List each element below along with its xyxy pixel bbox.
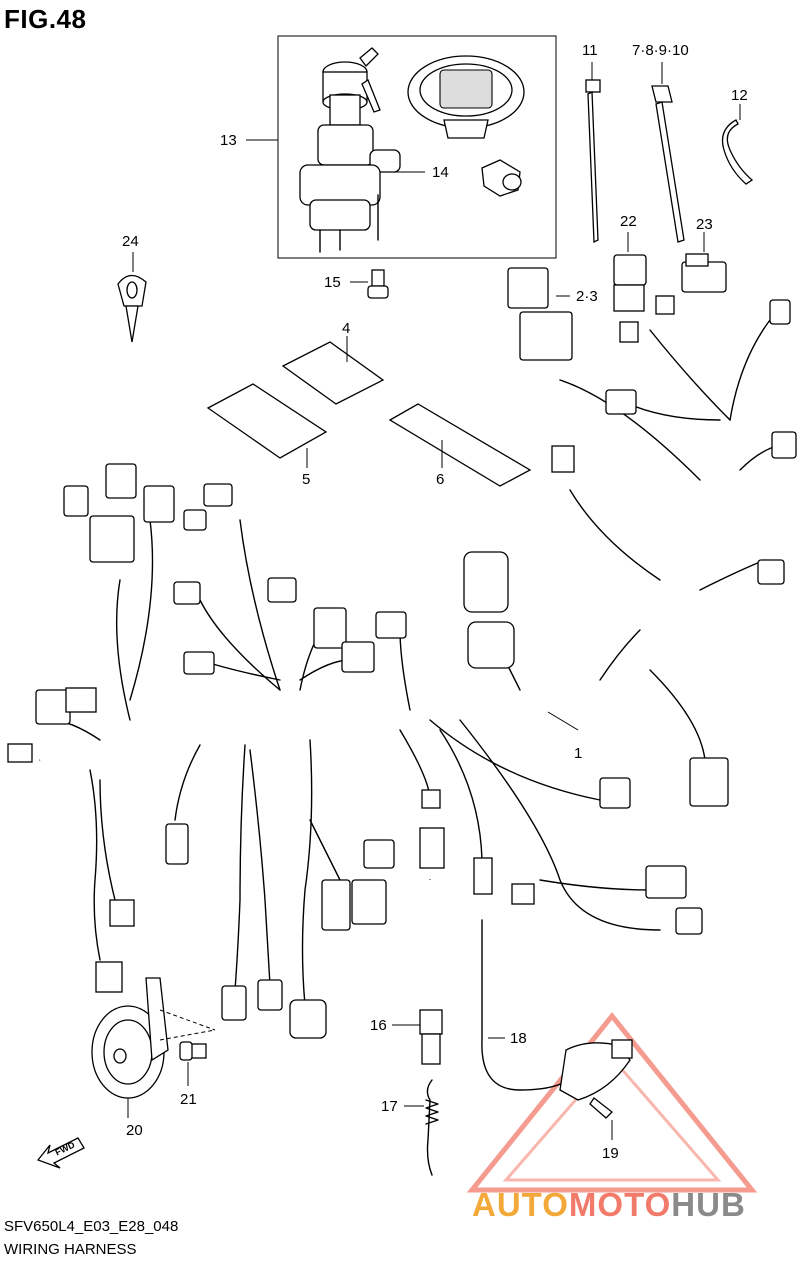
callout-19: 19	[602, 1145, 619, 1162]
callout-20: 20	[126, 1122, 143, 1139]
watermark-part-2: MOTO	[568, 1186, 672, 1223]
callout-labels: 1 2·3 4 5 6 7·8·9·10 11 12 13 14 15 16 1…	[122, 42, 748, 1162]
watermark-text: AUTOMOTOHUB	[472, 1186, 746, 1224]
ignition-switch-set-box	[246, 35, 557, 259]
blank-key[interactable]	[117, 252, 147, 343]
callout-15: 15	[324, 274, 341, 291]
callout-21: 21	[180, 1091, 197, 1108]
callout-7-10: 7·8·9·10	[632, 42, 689, 59]
cable-ties[interactable]	[585, 62, 754, 244]
callout-4: 4	[342, 320, 350, 337]
callout-6: 6	[436, 471, 444, 488]
callout-2-3: 2·3	[576, 288, 598, 305]
rear-brake-switch[interactable]	[392, 1009, 443, 1176]
bolt-15[interactable]	[350, 269, 389, 299]
callout-23: 23	[696, 216, 713, 233]
figure-code: SFV650L4_E03_E28_048	[4, 1218, 179, 1235]
callout-16: 16	[370, 1017, 387, 1034]
callout-11: 11	[582, 42, 598, 59]
figure-name: WIRING HARNESS	[4, 1241, 137, 1258]
callout-5: 5	[302, 471, 310, 488]
callout-13: 13	[220, 132, 237, 149]
fwd-arrow: FWD	[36, 1137, 85, 1169]
callout-24: 24	[122, 233, 139, 250]
fuel-tank-cap[interactable]	[407, 55, 525, 139]
callout-12: 12	[731, 87, 748, 104]
cushion-pads	[206, 336, 532, 487]
connectors[interactable]	[7, 267, 797, 1039]
callout-14: 14	[432, 164, 449, 181]
horn[interactable]	[91, 977, 216, 1118]
relays[interactable]	[613, 232, 727, 312]
seat-lock[interactable]	[481, 159, 522, 197]
callout-22: 22	[620, 213, 637, 230]
watermark-logo	[466, 1012, 758, 1193]
main-harness	[39, 319, 781, 1091]
ignition-switch[interactable]	[299, 47, 401, 253]
callout-18: 18	[510, 1030, 527, 1047]
side-stand-switch[interactable]	[488, 1037, 633, 1140]
watermark-part-3: HUB	[671, 1186, 746, 1223]
figure-title: FIG.48	[4, 4, 87, 34]
watermark-part-1: AUTO	[472, 1186, 569, 1223]
callout-17: 17	[381, 1098, 398, 1115]
horn-bolt[interactable]	[179, 1041, 207, 1086]
leader-lines	[547, 295, 579, 731]
callout-1: 1	[574, 745, 582, 762]
